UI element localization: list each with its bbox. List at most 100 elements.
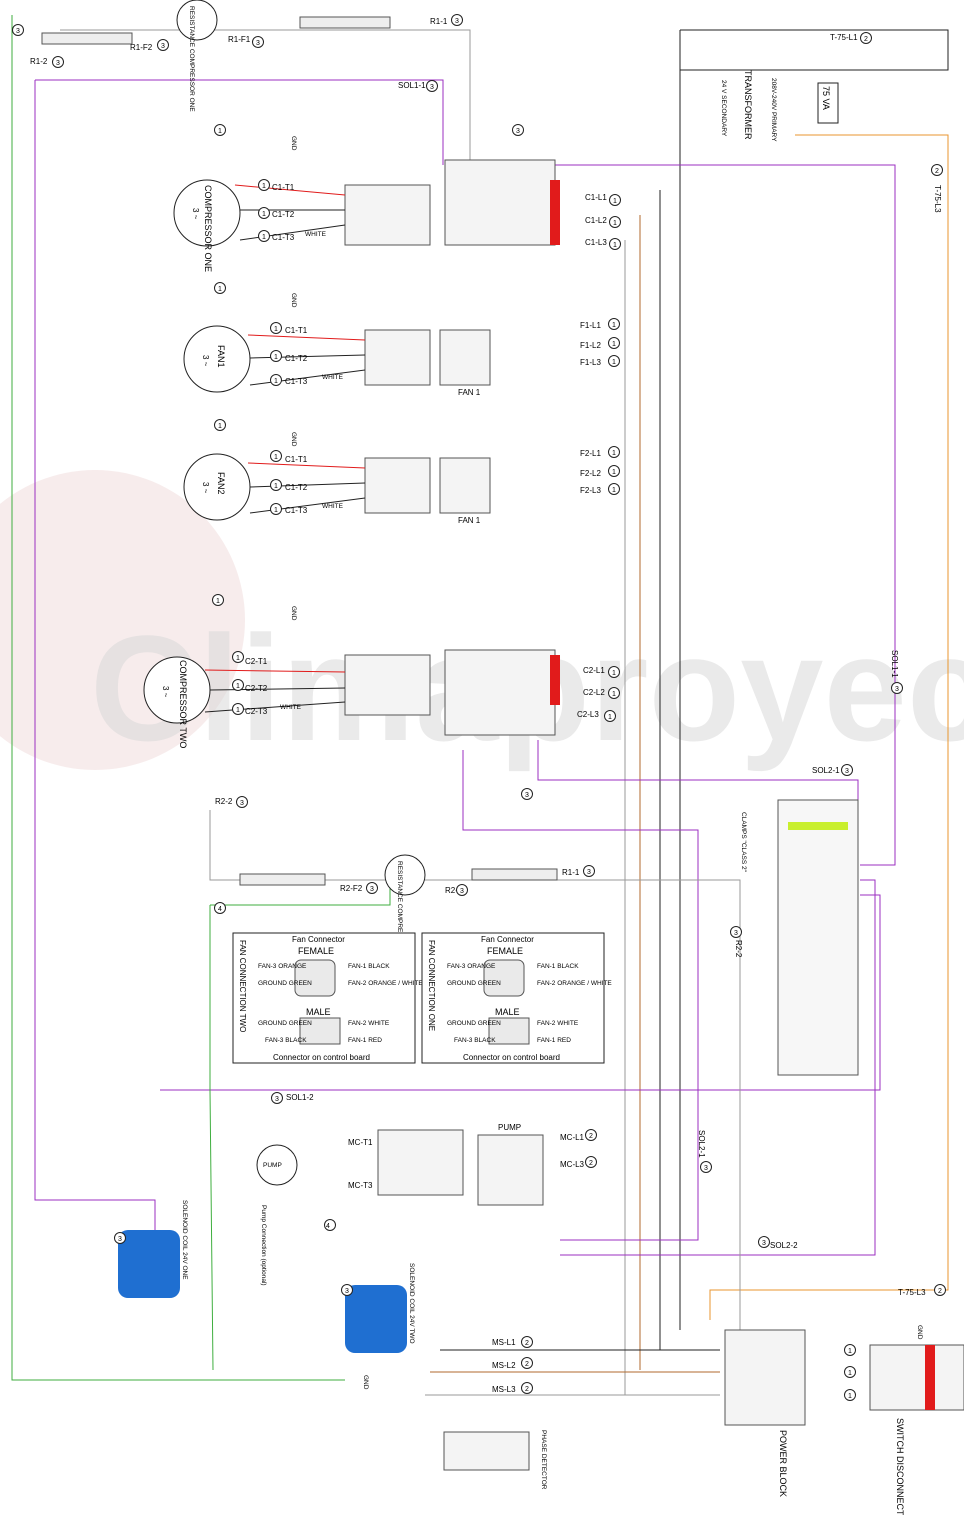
c1-t3-label: C1-T3 <box>272 233 295 242</box>
fan1-t2-label: C1-T2 <box>285 354 308 363</box>
fan-connector-title-one: Fan Connector <box>481 935 534 944</box>
female-label-two: FEMALE <box>298 946 334 956</box>
connector-board-two: Connector on control board <box>273 1053 370 1062</box>
connector-board-one: Connector on control board <box>463 1053 560 1062</box>
marker: 2 <box>931 164 943 176</box>
fan2-phase: 3 ~ <box>201 482 210 494</box>
mc-l1-label: MC-L1 <box>560 1133 585 1142</box>
marker-text: 1 <box>274 507 278 514</box>
ground-green-m-two: GROUND GREEN <box>258 1020 312 1027</box>
clamps-label: CLAMPS "CLASS 2" <box>740 812 747 873</box>
switch-disconnector-label: SWITCH DISCONNECTOR <box>895 1418 905 1515</box>
marker-text: 3 <box>240 800 244 807</box>
gnd-label-2: GND <box>290 293 297 308</box>
marker-text: 1 <box>608 714 612 721</box>
fan1-red-two: FAN-1 RED <box>348 1037 382 1044</box>
marker: 3 <box>252 36 264 48</box>
fan1-black-two: FAN-1 BLACK <box>348 963 390 970</box>
r1-f1-label: R1-F1 <box>228 35 251 44</box>
pump-section: SOL1-2 PUMP PUMP MC-T1 MC-T3 MC-L1 MC-L3… <box>256 1093 798 1286</box>
r1-1-label: R1-1 <box>430 17 448 26</box>
fan1-black-one: FAN-1 BLACK <box>537 963 579 970</box>
gnd-label-1: GND <box>290 136 297 151</box>
transformer-rating: 75 VA <box>821 86 831 110</box>
r2-1-label: R1-1 <box>562 868 580 877</box>
f1-l2-label: F1-L2 <box>580 341 601 350</box>
marker: 1 <box>270 450 282 462</box>
ground-green-one: GROUND GREEN <box>447 980 501 987</box>
marker: 1 <box>214 124 226 136</box>
marker: 1 <box>270 350 282 362</box>
male-label-one: MALE <box>495 1007 520 1017</box>
marker-text: 2 <box>525 1386 529 1393</box>
marker-text: 4 <box>326 1223 330 1230</box>
marker: 3 <box>451 14 463 26</box>
marker: 1 <box>608 355 620 367</box>
fan-connection-one-box: Fan Connector FEMALE MALE Connector on c… <box>421 932 612 1064</box>
resistance-compressor-one: RESISTANCE COMPRESSOR ONE R1-1 R1-F1 R1-… <box>30 0 448 112</box>
fan-connection-one-side: FAN CONNECTION ONE <box>427 940 436 1031</box>
mc-t3-label: MC-T3 <box>348 1181 373 1190</box>
marker-text: 3 <box>56 60 60 67</box>
marker: 1 <box>258 207 270 219</box>
marker-text: 1 <box>262 234 266 241</box>
marker-text: 3 <box>587 869 591 876</box>
marker: 1 <box>844 1366 856 1378</box>
marker-text: 2 <box>864 36 868 43</box>
marker: 1 <box>212 594 224 606</box>
fan-connector-title-two: Fan Connector <box>292 935 345 944</box>
f1-l1-label: F1-L1 <box>580 321 601 330</box>
marker-text: 1 <box>218 286 222 293</box>
compressor-two-phase: 3 ~ <box>161 686 170 698</box>
marker-text: 3 <box>16 28 20 35</box>
c1-t1-label: C1-T1 <box>272 183 295 192</box>
marker-text: 1 <box>613 220 617 227</box>
fan2-ow-one: FAN-2 ORANGE / WHITE <box>537 980 612 987</box>
fan1-caption: FAN 1 <box>458 388 481 397</box>
marker: 1 <box>608 446 620 458</box>
marker-text: 1 <box>274 454 278 461</box>
fan2-t1-label: C1-T1 <box>285 455 308 464</box>
fan2-t3-label: C1-T3 <box>285 506 308 515</box>
sol2-1-label: SOL2-1 <box>812 766 840 775</box>
sol1-1-label: SOL1-1 <box>398 81 426 90</box>
gnd-label-6: GND <box>916 1325 923 1340</box>
f2-l2-label: F2-L2 <box>580 469 601 478</box>
marker: 1 <box>608 483 620 495</box>
fan1-t1-label: C1-T1 <box>285 326 308 335</box>
c2-white-label: WHITE <box>280 704 302 711</box>
fan2-t2-label: C1-T2 <box>285 483 308 492</box>
marker: 1 <box>608 687 620 699</box>
marker-text: 4 <box>218 906 222 913</box>
marker: 3 <box>341 1284 353 1296</box>
marker-text: 1 <box>216 598 220 605</box>
marker: 3 <box>730 926 742 938</box>
marker: 1 <box>258 230 270 242</box>
compressor-one-phase: 3 ~ <box>191 208 200 220</box>
compressor-two: COMPRESSOR TWO 3 ~ C2-T1 C2-T2 C2-T3 WHI… <box>143 649 605 748</box>
marker-text: 1 <box>274 483 278 490</box>
marker: 1 <box>258 179 270 191</box>
marker-text: 1 <box>612 341 616 348</box>
marker: 1 <box>604 710 616 722</box>
marker-text: 1 <box>848 1348 852 1355</box>
fan2-white-two: FAN-2 WHITE <box>348 1020 390 1027</box>
marker-text: 1 <box>274 378 278 385</box>
c1-white-label: WHITE <box>305 231 327 238</box>
fan2-white-label: WHITE <box>322 503 344 510</box>
ground-green-two: GROUND GREEN <box>258 980 312 987</box>
marker-circles: 3 3 3 3 3 3 3 2 2 1 1 1 1 1 1 1 1 1 1 1 … <box>12 14 946 1401</box>
fan2-name: FAN2 <box>216 472 226 495</box>
fan3-black-two: FAN-3 BLACK <box>265 1037 307 1044</box>
marker-text: 3 <box>430 84 434 91</box>
marker-text: 1 <box>262 211 266 218</box>
marker: 3 <box>891 682 903 694</box>
female-label-one: FEMALE <box>487 946 523 956</box>
marker: 1 <box>270 503 282 515</box>
ground-symbols: GND GND GND GND GND GND <box>290 136 923 1390</box>
marker: 1 <box>270 374 282 386</box>
marker-text: 3 <box>455 18 459 25</box>
marker: 3 <box>157 39 169 51</box>
marker: 3 <box>521 788 533 800</box>
